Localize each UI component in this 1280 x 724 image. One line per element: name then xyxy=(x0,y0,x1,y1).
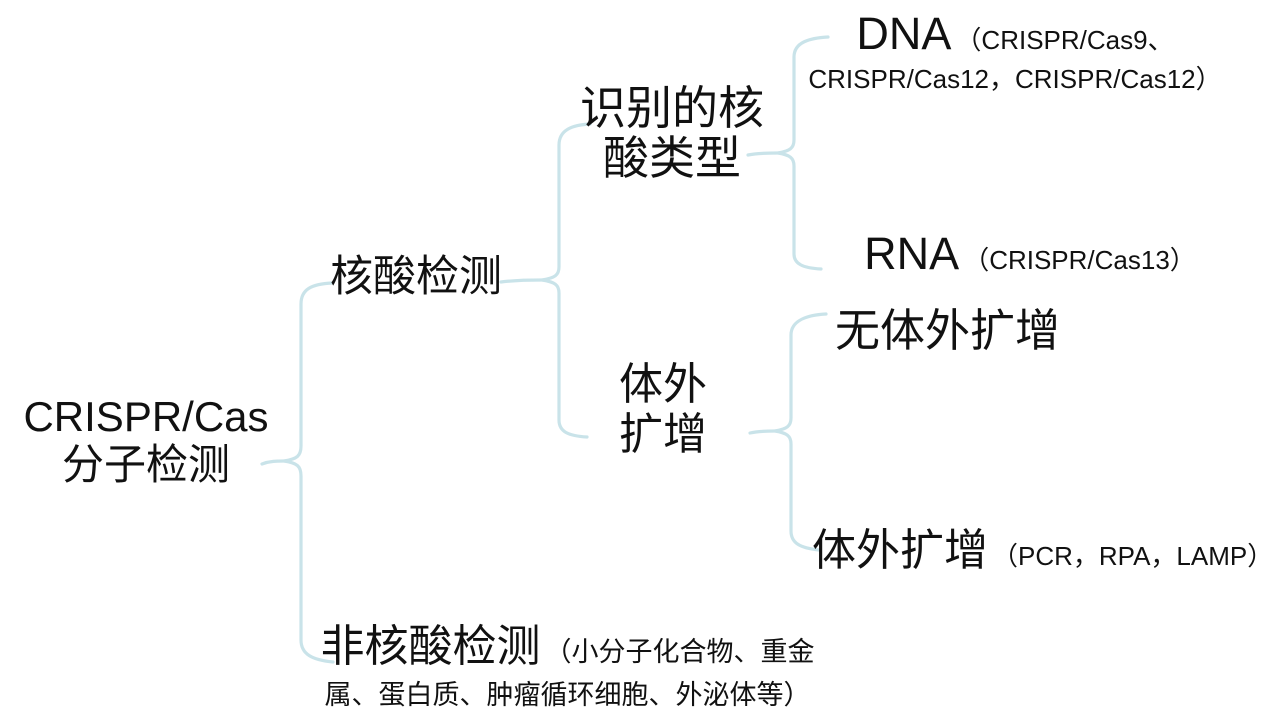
node-annotation-line2: 属、蛋白质、肿瘤循环细胞、外泌体等） xyxy=(324,680,811,710)
node-nucleic-acid-detection: 核酸检测 xyxy=(328,252,504,304)
brace-nucleic-to-children xyxy=(499,122,592,439)
node-no-in-vitro-amplification: 无体外扩增 xyxy=(835,294,1060,359)
stub-path xyxy=(499,278,544,284)
node-label-line1: 非核酸检测 （小分子化合物、重金 xyxy=(295,610,840,674)
node-label-line1: DNA （CRISPR/Cas9、 xyxy=(795,8,1235,60)
node-annotation-line1: （小分子化合物、重金 xyxy=(544,637,815,667)
dna-annotation-line2: CRISPR/Cas12，CRISPR/Cas12） xyxy=(808,64,1222,94)
node-label: 非核酸检测 xyxy=(320,622,541,671)
rna-label: RNA xyxy=(864,228,960,279)
node-non-nucleic-acid-detection: 非核酸检测 （小分子化合物、重金 属、蛋白质、肿瘤循环细胞、外泌体等） xyxy=(295,610,840,713)
node-with-in-vitro-amplification: 体外扩增 （PCR，RPA，LAMP） xyxy=(812,514,1273,578)
node-recognized-nucleic-acid-type: 识别的核 酸类型 xyxy=(562,84,782,184)
brace-recognized-type-to-children xyxy=(746,35,830,271)
node-label-line2: 酸类型 xyxy=(603,133,741,184)
node-label-line1: 识别的核 xyxy=(580,83,764,134)
brace-path xyxy=(283,281,335,664)
node-label-line1: 体外 xyxy=(619,360,707,409)
root-label-latin: CRISPR/Cas xyxy=(23,393,269,440)
node-dna: DNA （CRISPR/Cas9、 CRISPR/Cas12，CRISPR/Ca… xyxy=(795,8,1235,94)
node-label: 核酸检测 xyxy=(330,254,502,301)
stub-path xyxy=(748,429,777,435)
brace-root-to-children xyxy=(260,281,335,664)
node-root: CRISPR/Cas 分子检测 xyxy=(8,392,284,490)
root-label-cjk: 分子检测 xyxy=(61,443,230,489)
node-label: 体外扩增 xyxy=(812,526,988,575)
stub-path xyxy=(260,459,286,466)
brace-amplification-to-children xyxy=(748,312,828,552)
node-rna: RNA （CRISPR/Cas13） xyxy=(850,228,1210,280)
node-label-line2: 扩增 xyxy=(619,410,707,459)
dna-label: DNA xyxy=(856,8,952,59)
rna-annotation: （CRISPR/Cas13） xyxy=(963,245,1196,275)
node-in-vitro-amplification: 体外 扩增 xyxy=(598,360,728,460)
dna-annotation-line1: （CRISPR/Cas9、 xyxy=(955,25,1174,55)
stub-path xyxy=(746,151,780,157)
node-annotation: （PCR，RPA，LAMP） xyxy=(992,541,1274,571)
node-label: 无体外扩增 xyxy=(835,306,1061,356)
